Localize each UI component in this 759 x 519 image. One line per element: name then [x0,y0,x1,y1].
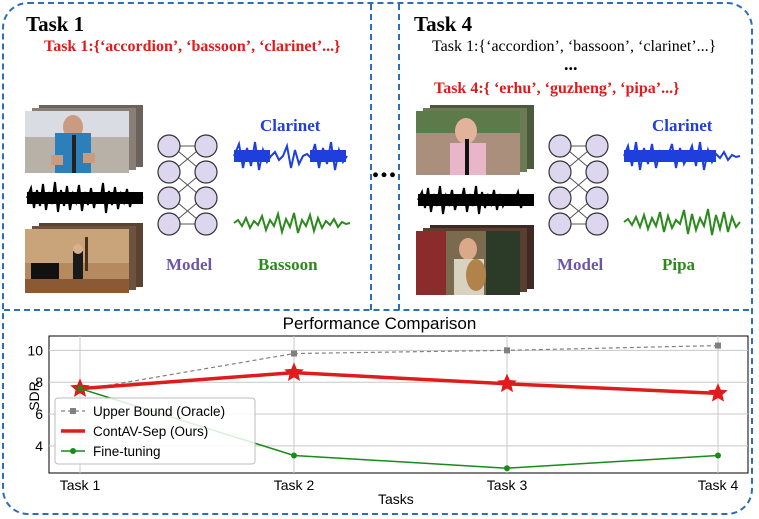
left-panel-title: Task 1 [26,12,85,36]
x-tick-label: Task 3 [487,477,528,493]
left-output-top-label: Clarinet [260,116,321,135]
left-model-label: Model [166,255,213,274]
series-line [79,370,719,396]
series-marker [497,373,517,393]
right-task-line: Task 4:{ ‘erhu’, ‘guzheng’, ‘pipa’...} [434,80,680,97]
legend-label: ContAV-Sep (Ours) [93,424,208,439]
right-output-bottom-label: Pipa [662,255,696,274]
right-video-frames-clarinet [416,105,534,175]
left-task-line: Task 1:{‘accordion’, ‘bassoon’, ‘clarine… [44,38,341,55]
series-line [79,344,719,391]
left-output-bottom-waveform [233,210,351,236]
chart-plot-area [48,335,749,474]
x-tick-label: Task 4 [698,477,739,493]
x-tick-label: Task 2 [274,477,315,493]
right-panel-title: Task 4 [414,12,473,36]
series-marker [284,362,304,381]
panel-separator-right [398,4,400,310]
left-audio-waveform [26,181,144,214]
left-video-frames-clarinet [25,105,143,173]
left-output-bottom-label: Bassoon [258,255,318,274]
panel-separator-left [370,4,372,310]
series-marker [715,452,721,459]
legend-label: Fine-tuning [93,444,161,459]
series-marker [504,465,510,472]
right-output-bottom-waveform [623,208,741,236]
x-tick-label: Task 1 [60,477,101,493]
series-marker [715,342,721,349]
left-video-frames-bassoon [25,223,143,293]
chart-x-axis-label: Tasks [378,491,414,507]
y-tick-label: 10 [27,342,43,358]
right-prev-task-line: Task 1:{‘accordion’, ‘bassoon’, ‘clarine… [432,38,717,55]
right-model-label: Model [557,255,604,274]
series-marker [291,350,297,357]
series-marker [504,347,510,354]
outer-frame [2,2,753,515]
left-output-top-waveform [233,140,348,171]
chart-title: Performance Comparison [282,314,477,333]
right-audio-waveform [417,185,534,215]
y-tick-label: 6 [35,406,43,422]
legend-marker [70,408,76,414]
between-panels-ellipsis: ... [371,151,398,184]
right-tasks-ellipsis: ... [564,54,578,74]
series-marker [708,382,728,402]
left-model-network [157,134,218,236]
chart-legend [54,397,256,465]
y-tick-label: 4 [35,438,43,454]
y-tick-label: 8 [35,374,43,390]
series-marker [77,385,83,392]
right-output-top-label: Clarinet [652,116,713,135]
chart-separator [4,309,749,311]
series-marker [291,452,297,459]
right-model-network [548,134,609,236]
right-output-top-waveform [623,141,741,171]
legend-marker [70,448,76,454]
right-video-frames-pipa [416,225,534,295]
legend-label: Upper Bound (Oracle) [93,404,225,419]
